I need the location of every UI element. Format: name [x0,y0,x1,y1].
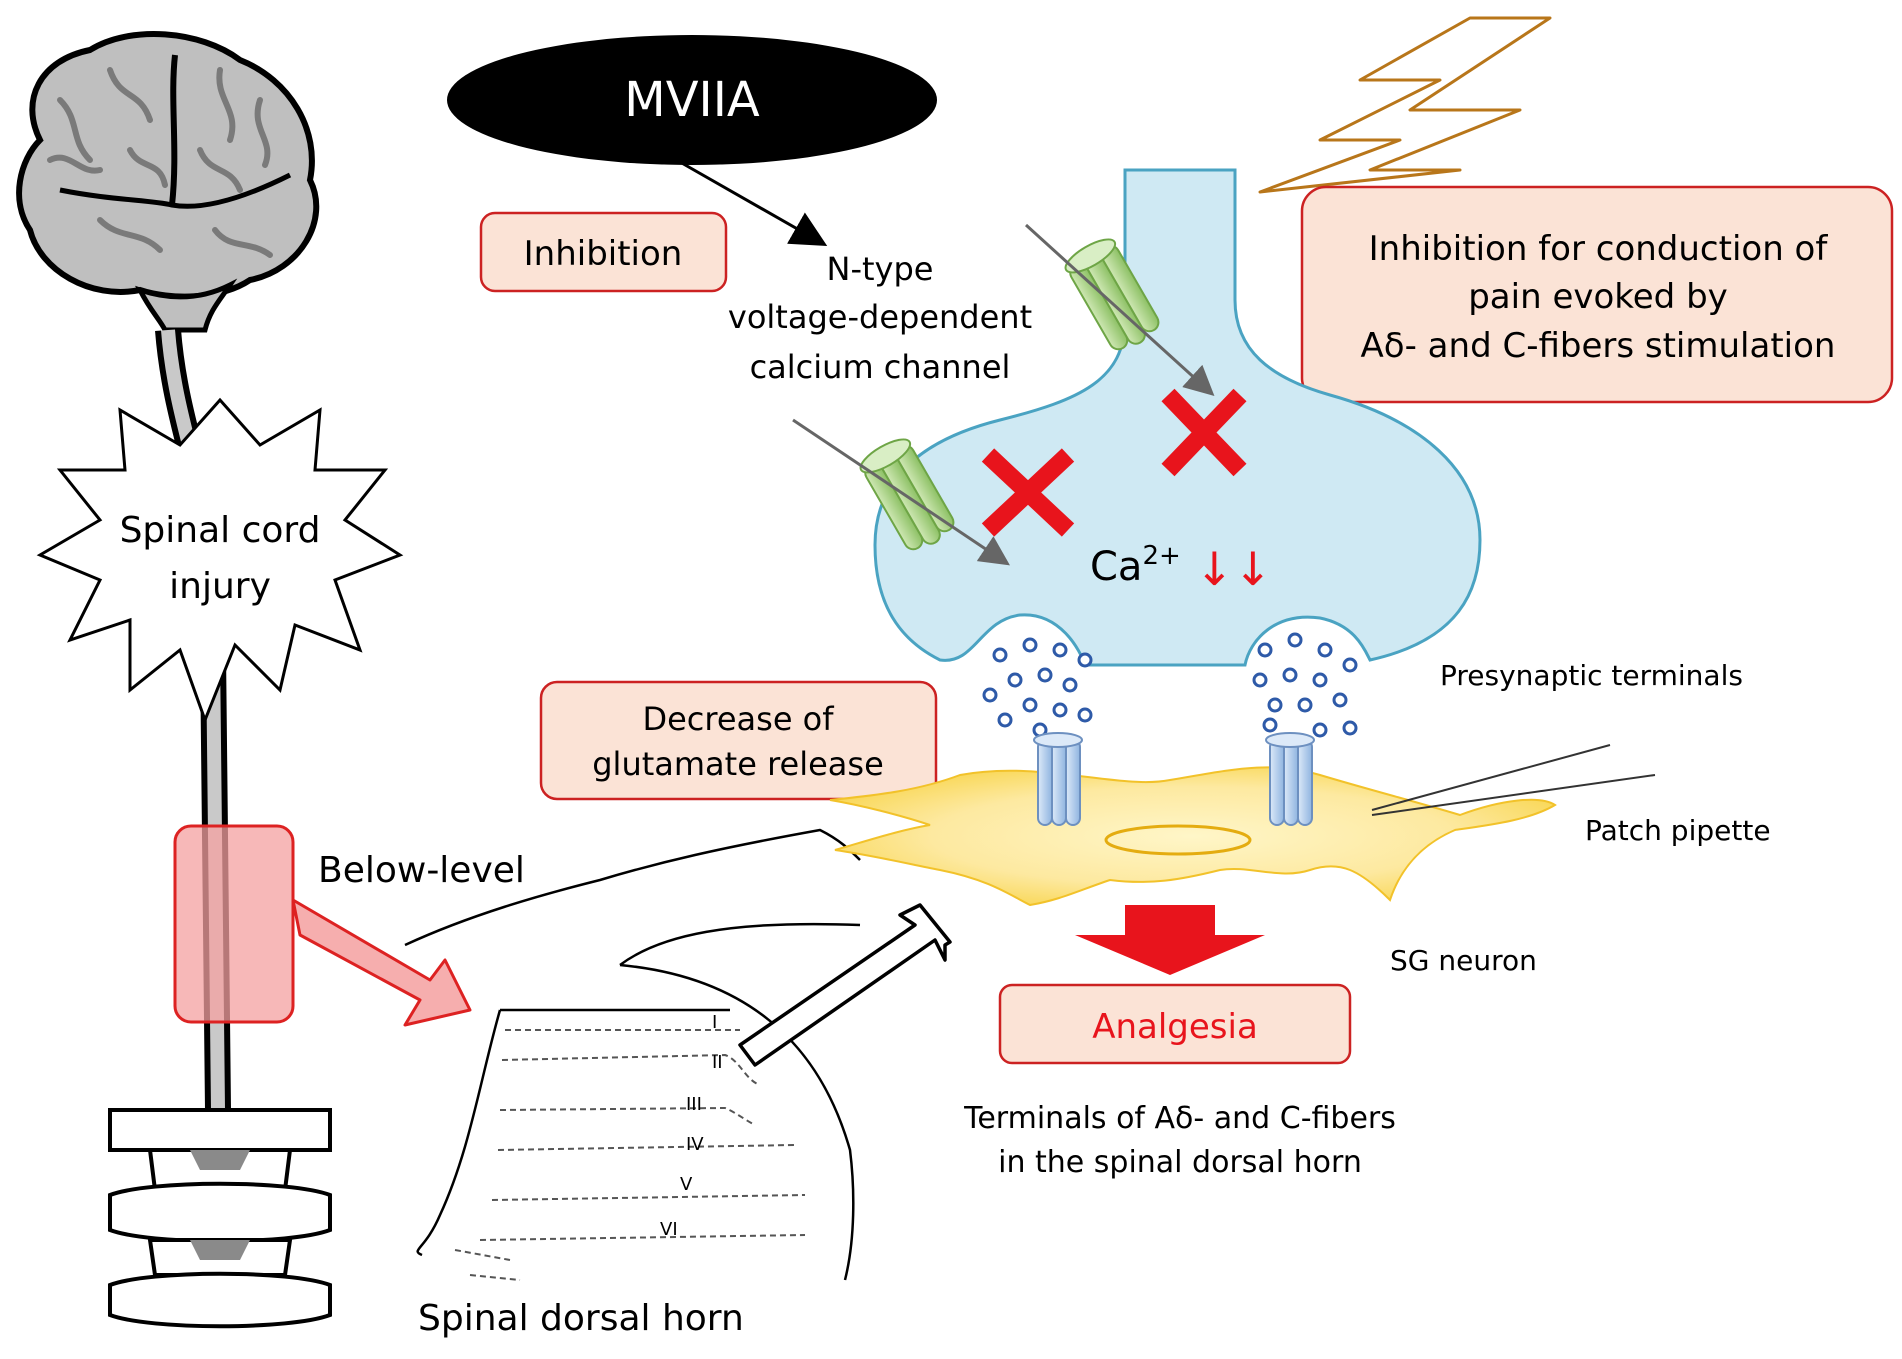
sg-neuron-label: SG neuron [1390,944,1537,977]
channel-label-line3: calcium channel [750,348,1011,386]
conduction-line2: pain evoked by [1468,277,1728,317]
mviia-arrow [679,160,828,246]
vesicle-group-right [1252,632,1358,738]
patch-pipette-icon [1371,744,1656,816]
calcium-decrease-arrows: ↓↓ [1195,542,1272,596]
glutamate-receptor-left [1033,732,1083,826]
lamina-label-6: VI [660,1219,678,1240]
injury-label-line2: injury [169,566,271,607]
analgesia-box: Analgesia [998,983,1352,1065]
lightning-icon [1258,16,1552,194]
inhibition-box: Inhibition [479,211,728,293]
below-level-marker: Below-level [173,824,525,1027]
brain-icon [16,31,320,333]
inhibition-text: Inhibition [524,234,683,274]
conduction-inhibition-box: Inhibition for conduction of pain evoked… [1300,185,1894,404]
calcium-label: Ca2+ ↓↓ [1090,541,1272,596]
glutamate-box: Decrease of glutamate release [539,680,938,801]
analgesia-text: Analgesia [1092,1007,1258,1047]
lamina-label-1: I [712,1012,717,1033]
glutamate-line2: glutamate release [592,745,884,783]
block-x-icon-left [981,448,1075,537]
channel-label-line1: N-type [827,250,934,288]
injury-burst: Spinal cord injury [36,397,404,725]
dorsal-horn-caption: Spinal dorsal horn [418,1298,744,1339]
injury-label-line1: Spinal cord [120,510,321,551]
terminals-caption-line2: in the spinal dorsal horn [998,1145,1362,1180]
patch-pipette-label: Patch pipette [1585,814,1771,847]
channel-arrow-lower [792,418,1010,566]
block-x-icon-right [1161,388,1247,477]
lamina-label-3: III [686,1094,702,1115]
glutamate-line1: Decrease of [642,700,834,738]
conduction-line1: Inhibition for conduction of [1369,229,1829,269]
sg-neuron [829,766,1557,907]
mviia-text: MVIIA [624,72,760,128]
vertebrae-icon [108,1108,332,1329]
calcium-text: Ca2+ [1090,541,1181,590]
lamina-label-5: V [680,1174,693,1195]
channel-arrow-upper [1024,223,1215,397]
lamina-label-4: IV [686,1134,704,1155]
mviia-label: MVIIA [447,35,937,165]
glutamate-receptor-right [1265,732,1315,826]
presynaptic-label: Presynaptic terminals [1440,659,1743,692]
lamina-label-2: II [712,1052,723,1073]
vesicle-group-left [982,637,1093,738]
analgesia-arrow [1075,905,1265,975]
channel-label: N-type voltage-dependent calcium channel [728,250,1032,386]
terminals-caption-line1: Terminals of Aδ- and C-fibers [963,1101,1396,1136]
channel-label-line2: voltage-dependent [728,298,1032,336]
below-level-label: Below-level [318,850,525,891]
conduction-line3: Aδ- and C-fibers stimulation [1361,326,1836,366]
dorsal-horn-section: I II III IV V VI Spinal dorsal horn [404,828,952,1339]
